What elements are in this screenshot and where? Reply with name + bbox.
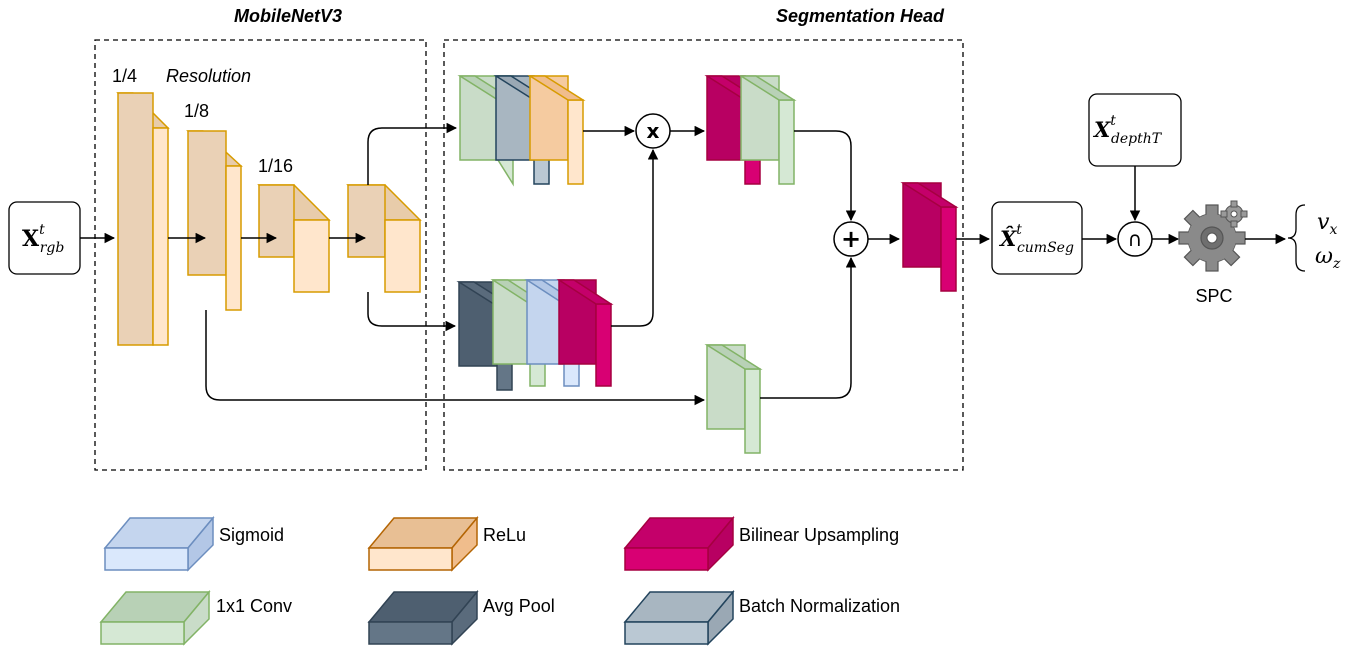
legend-relu: ReLu — [367, 515, 526, 572]
resolution-level-1-16: 1/16 — [258, 156, 293, 176]
input-node — [8, 201, 81, 275]
head-final-upsample — [900, 182, 959, 292]
head-mid-conv — [738, 75, 797, 185]
connectors — [80, 122, 1287, 406]
gear-icon — [1178, 200, 1248, 272]
segmentation-head-box — [443, 39, 964, 471]
head-upper-relu — [527, 75, 586, 185]
output-vx: vx — [1317, 210, 1337, 238]
legend-conv: 1x1 Conv — [99, 589, 292, 646]
output-wz: ωz — [1315, 244, 1341, 272]
legend-sigmoid-label: Sigmoid — [219, 525, 284, 545]
spc-label: SPC — [1195, 286, 1232, 306]
legend-sigmoid: Sigmoid — [103, 515, 284, 572]
backbone-title: MobileNetV3 — [234, 6, 342, 26]
backbone-block-final — [346, 184, 422, 293]
head-lower-upsample — [556, 279, 614, 387]
backbone-block-1-8 — [186, 130, 243, 311]
backbone-block-1-16 — [257, 184, 331, 293]
cumseg-node — [991, 201, 1083, 275]
resolution-label: Resolution — [166, 66, 251, 86]
backbone-box — [94, 39, 427, 471]
resolution-level-1-8: 1/8 — [184, 101, 209, 121]
legend: Sigmoid ReLu Bilinear Upsampling 1x1 Con… — [99, 515, 900, 646]
resolution-level-1-4: 1/4 — [112, 66, 137, 86]
add-operator-label: + — [841, 225, 861, 253]
output-brace — [1287, 204, 1306, 272]
head-title: Segmentation Head — [776, 6, 945, 26]
intersect-operator-label: ∩ — [1128, 227, 1143, 251]
legend-avgpool-label: Avg Pool — [483, 596, 555, 616]
legend-avgpool: Avg Pool — [367, 589, 555, 646]
multiply-operator-label: x — [647, 119, 660, 143]
legend-upsample: Bilinear Upsampling — [623, 515, 899, 572]
head-skip-conv — [704, 344, 763, 454]
backbone-block-1-4 — [116, 92, 170, 346]
legend-batchnorm-label: Batch Normalization — [739, 596, 900, 616]
legend-batchnorm: Batch Normalization — [623, 589, 900, 646]
legend-conv-label: 1x1 Conv — [216, 596, 292, 616]
legend-relu-label: ReLu — [483, 525, 526, 545]
legend-upsample-label: Bilinear Upsampling — [739, 525, 899, 545]
